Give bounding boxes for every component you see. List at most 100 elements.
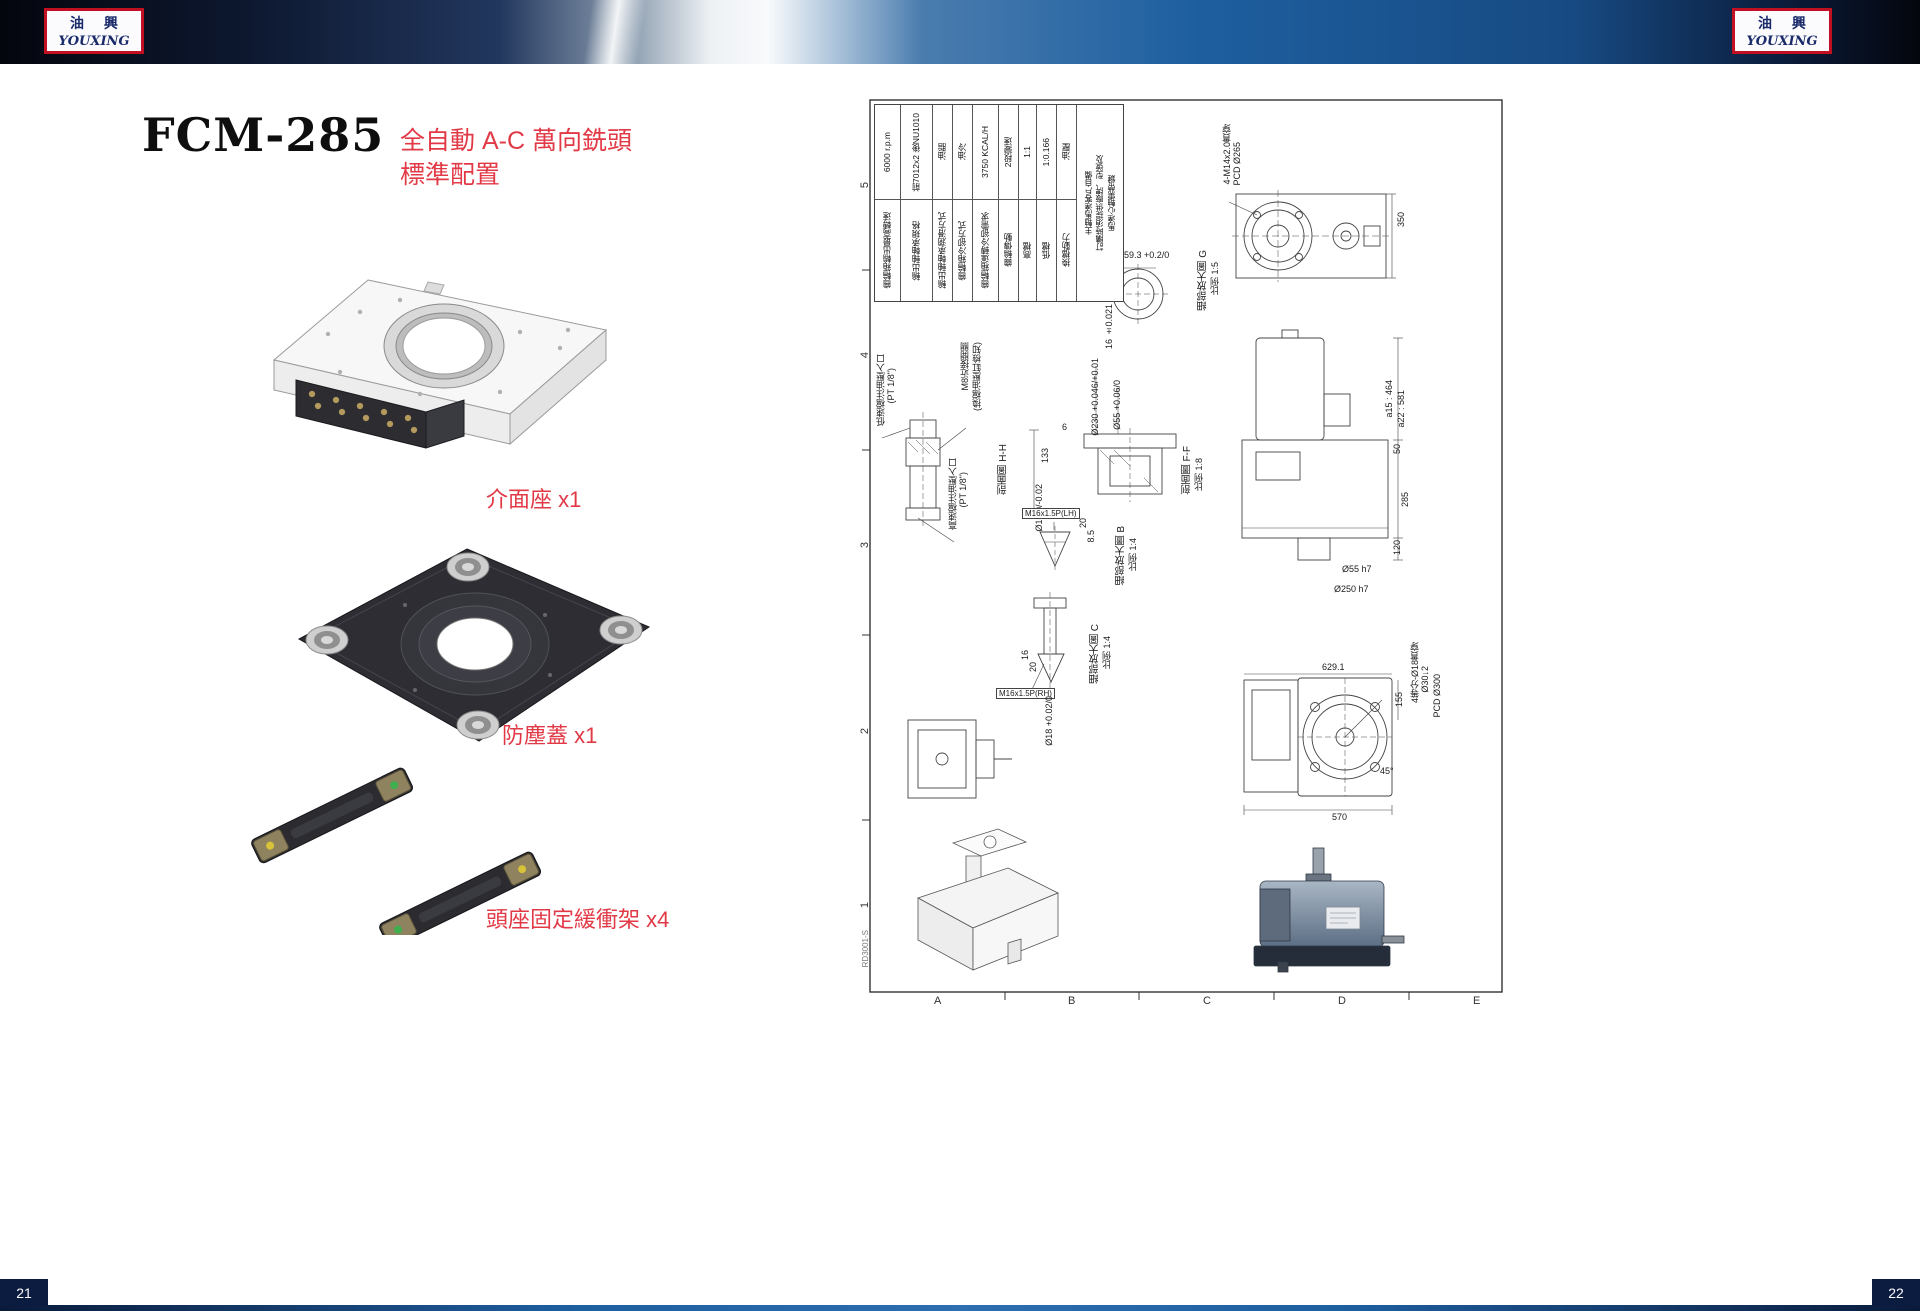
frame-row-label: 1 <box>859 902 871 909</box>
spec-column: 3750 KCAL/H 齒輪箱運轉冷卻需求 <box>973 105 999 301</box>
corner-bosses <box>305 552 643 740</box>
dim-label: 59.3 +0.2/0 <box>1124 250 1170 260</box>
spec-label: 高檔 <box>1021 241 1032 259</box>
dim-label: Ø18 +0.02/0 <box>1044 696 1054 746</box>
model-title: FCM-285 <box>142 108 385 162</box>
scale-caption: 比例 1:5 <box>1210 262 1220 296</box>
motor-side-view-small <box>907 719 1012 799</box>
frame-col-label: B <box>1068 995 1076 1007</box>
engineering-drawing-canvas <box>862 99 1503 1000</box>
spec-value: 油壓 <box>1060 143 1071 161</box>
pcd-callout: PCD Ø300 <box>1432 674 1442 718</box>
dim-label: 120 <box>1392 540 1402 556</box>
gearbox-front-view <box>1243 673 1399 815</box>
page-number-left: 21 <box>0 1279 48 1306</box>
detail-c-view <box>1033 592 1067 688</box>
frame-col-label: C <box>1203 995 1211 1007</box>
dim-label: 133 <box>1040 448 1050 464</box>
header-band: 油 興 YOUXING 油 興 YOUXING <box>0 0 1920 64</box>
scale-caption: 比例 1:4 <box>1102 636 1112 670</box>
detail-b-view <box>1039 526 1071 570</box>
spec-label: 輸出軸軸承規格 <box>910 220 921 281</box>
spec-table: 6000 r.p.m 齒輪箱輸出最高轉速 前7012x2 後NU1010 輸出軸… <box>874 104 1124 302</box>
footer-band <box>0 1305 1920 1311</box>
spec-label: 齒輪箱輸出最高轉速 <box>881 212 892 289</box>
subtitle-line2: 標準配置 <box>400 161 501 189</box>
spec-note-line: 馬達心軸需帶鍵 <box>1106 175 1116 231</box>
spec-value: 油冷 <box>956 143 967 161</box>
frame-row-label: 5 <box>859 182 871 189</box>
gearbox-side-view <box>1241 329 1403 561</box>
section-ff-view <box>1083 366 1177 502</box>
dim-label: 8.5 <box>1086 530 1096 543</box>
spec-label: 低檔 <box>1040 241 1051 259</box>
dim-label: Ø55 h7 <box>1342 564 1372 574</box>
dim-label: 50 <box>1392 444 1402 455</box>
spec-label: 換檔動力 <box>1060 233 1071 268</box>
frame-col-label: A <box>934 995 942 1007</box>
frame-col-label: D <box>1338 995 1346 1007</box>
section-hh-view <box>905 412 1039 528</box>
dim-label: Ø230 +0.046/+0.01 <box>1090 358 1100 436</box>
spec-note-column: 主軸馬達客戶自備 訂購時須提供廠牌、型號及 馬達心軸需帶鍵 <box>1077 105 1123 301</box>
section-caption: 剖面圖 H-H <box>998 444 1009 495</box>
page-number-right: 22 <box>1872 1279 1920 1306</box>
spec-value: 3750 KCAL/H <box>979 125 990 178</box>
spec-value: 2段變速 <box>1002 136 1013 167</box>
dim-label: 629.1 <box>1322 662 1345 672</box>
frame-col-label: E <box>1473 995 1481 1007</box>
spec-column: 油冷 齒輪箱冷卻方式 <box>953 105 973 301</box>
sensor-note: (換檔油壓缸檢知) <box>972 342 982 411</box>
spec-value: 油脂 <box>936 143 947 161</box>
doc-code: RD3001-S <box>861 930 870 968</box>
dim-label: Ø250 h7 <box>1334 584 1369 594</box>
dim-label: 155 <box>1394 692 1404 708</box>
drawing-sheet: 5 4 3 2 1 A B C D E RD3001-S 6000 r.p.m … <box>858 98 1514 1012</box>
dim-label: 6 <box>1062 422 1068 432</box>
dim-label: 20 <box>1028 662 1038 673</box>
spec-note-line: 主軸馬達客戶自備 <box>1084 171 1094 235</box>
dim-label: 16 ±0.021 <box>1104 304 1114 350</box>
angle-label: 45° <box>1380 766 1394 776</box>
logo-en-text: YOUXING <box>1746 34 1818 49</box>
spec-value: 前7012x2 後NU1010 <box>910 112 921 191</box>
bracket-1 <box>251 767 414 864</box>
spec-value: 1:1 <box>1021 145 1032 158</box>
depth-callout: Ø30↓2 <box>1420 666 1430 693</box>
spec-column: 2段變速 齒輪傳動 <box>999 105 1019 301</box>
pipe-thread-note: (PT 1/8") <box>958 472 968 508</box>
spec-label: 輸出軸軸承潤滑方式 <box>936 212 947 289</box>
top-view <box>1228 190 1396 282</box>
spec-note-line: 訂購時須提供廠牌、型號及 <box>1095 155 1105 251</box>
spec-column: 油壓 換檔動力 <box>1057 105 1077 301</box>
item2-label: 防塵蓋 x1 <box>502 723 598 748</box>
product-subtitle: 全自動 A-C 萬向銑頭 標準配置 <box>400 124 632 192</box>
scale-caption: 比例 1:8 <box>1194 458 1204 492</box>
scale-caption: 比例 1:4 <box>1128 538 1138 572</box>
spec-label: 齒輪傳動 <box>1002 233 1013 268</box>
dim-label: 570 <box>1332 812 1348 822</box>
dim-label: 285 <box>1400 492 1410 508</box>
dim-label: a15 : 464 <box>1384 380 1394 418</box>
logo-cn-text: 油 興 <box>70 15 126 31</box>
frame-row-label: 2 <box>859 728 871 735</box>
dust-cover-image <box>297 548 651 742</box>
dim-label: a22 : 581 <box>1396 390 1406 428</box>
spec-column: 1:1 高檔 <box>1019 105 1037 301</box>
item3-label: 頭座固定緩衝架 x4 <box>486 907 670 932</box>
bracket-2 <box>379 851 542 935</box>
iso-wireframe-view <box>917 828 1059 971</box>
spec-column: 1:0.166 低檔 <box>1037 105 1057 301</box>
logo-en-text: YOUXING <box>58 34 130 49</box>
frame-row-label: 4 <box>859 352 871 359</box>
frame-row-label: 3 <box>859 542 871 549</box>
subtitle-line1: 全自動 A-C 萬向銑頭 <box>400 127 632 155</box>
hydraulic-fittings <box>308 390 418 434</box>
thread-callout: M16x1.5P(RH) <box>996 688 1055 699</box>
logo-cn-text: 油 興 <box>1758 15 1814 31</box>
dim-label: 20 <box>1078 518 1088 529</box>
spec-column: 6000 r.p.m 齒輪箱輸出最高轉速 <box>875 105 901 301</box>
product-photo-render <box>1253 847 1405 973</box>
spec-column: 油脂 輸出軸軸承潤滑方式 <box>933 105 953 301</box>
